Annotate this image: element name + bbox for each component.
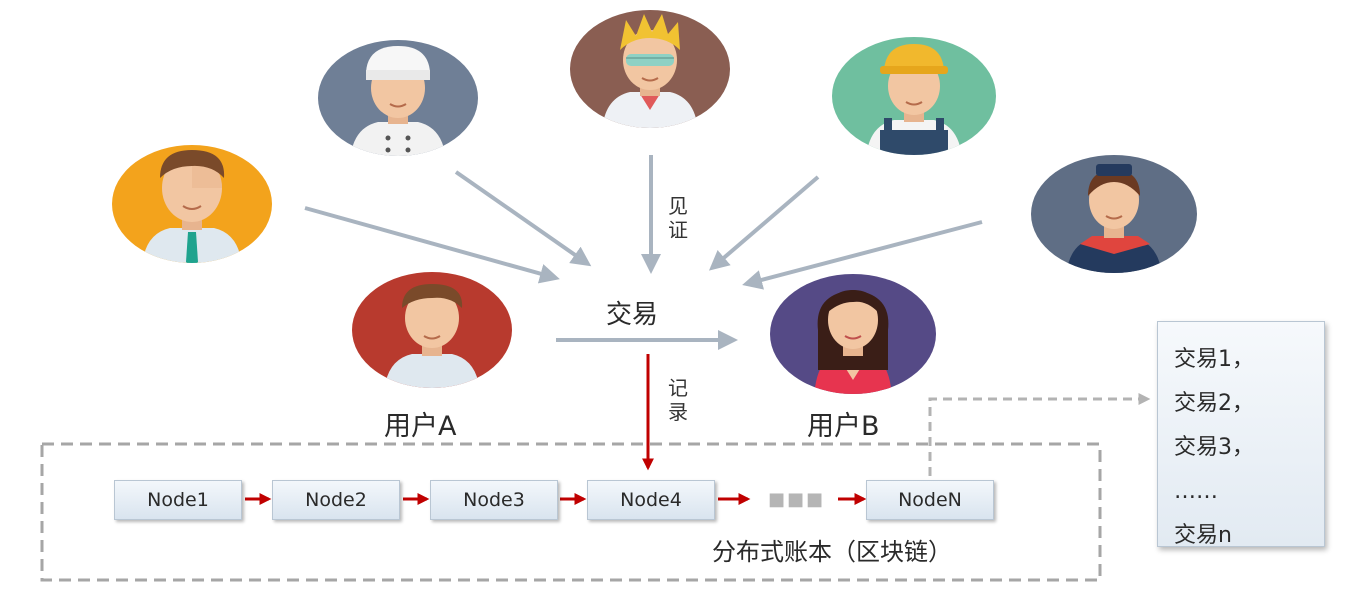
node-2: Node2 [272, 480, 400, 520]
chef-avatar [318, 40, 478, 156]
stewardess-avatar [1031, 155, 1197, 273]
cool-guy-avatar [570, 10, 730, 128]
user-b-label: 用户B [807, 411, 880, 442]
witness-arrows [304, 155, 983, 350]
node-4: Node4 [587, 480, 715, 520]
arrow-chef-to-transaction [454, 170, 592, 267]
node-n: NodeN [866, 480, 994, 520]
transaction-item: 交易3， [1174, 435, 1254, 460]
businessman-avatar [112, 145, 272, 263]
transaction-item: …… [1174, 479, 1218, 504]
transaction-item: 交易2， [1174, 391, 1254, 416]
arrow-worker-to-transaction [708, 175, 820, 271]
worker-avatar [832, 37, 996, 155]
ledger-dashed-frame [40, 442, 1102, 582]
arrow-businessman-to-transaction [304, 206, 560, 284]
user-a-avatar [352, 272, 512, 388]
transaction-item: 交易1， [1174, 347, 1254, 372]
user-b-avatar [770, 274, 936, 394]
transaction-list-box: 交易1， 交易2， 交易3， …… 交易n [1157, 321, 1325, 548]
record-label: 记录 [668, 376, 688, 424]
witness-label: 见证 [668, 194, 688, 242]
user-a-label: 用户A [384, 411, 457, 442]
transaction-item: 交易n [1174, 523, 1232, 548]
noden-ledger-connector [928, 393, 1151, 476]
chain-ellipsis: ■■■ [768, 489, 826, 510]
arrow-stewardess-to-transaction [742, 220, 983, 290]
node-3: Node3 [430, 480, 558, 520]
ledger-caption: 分布式账本（区块链） [712, 538, 952, 566]
node-1: Node1 [114, 480, 242, 520]
transaction-label: 交易 [606, 300, 659, 330]
